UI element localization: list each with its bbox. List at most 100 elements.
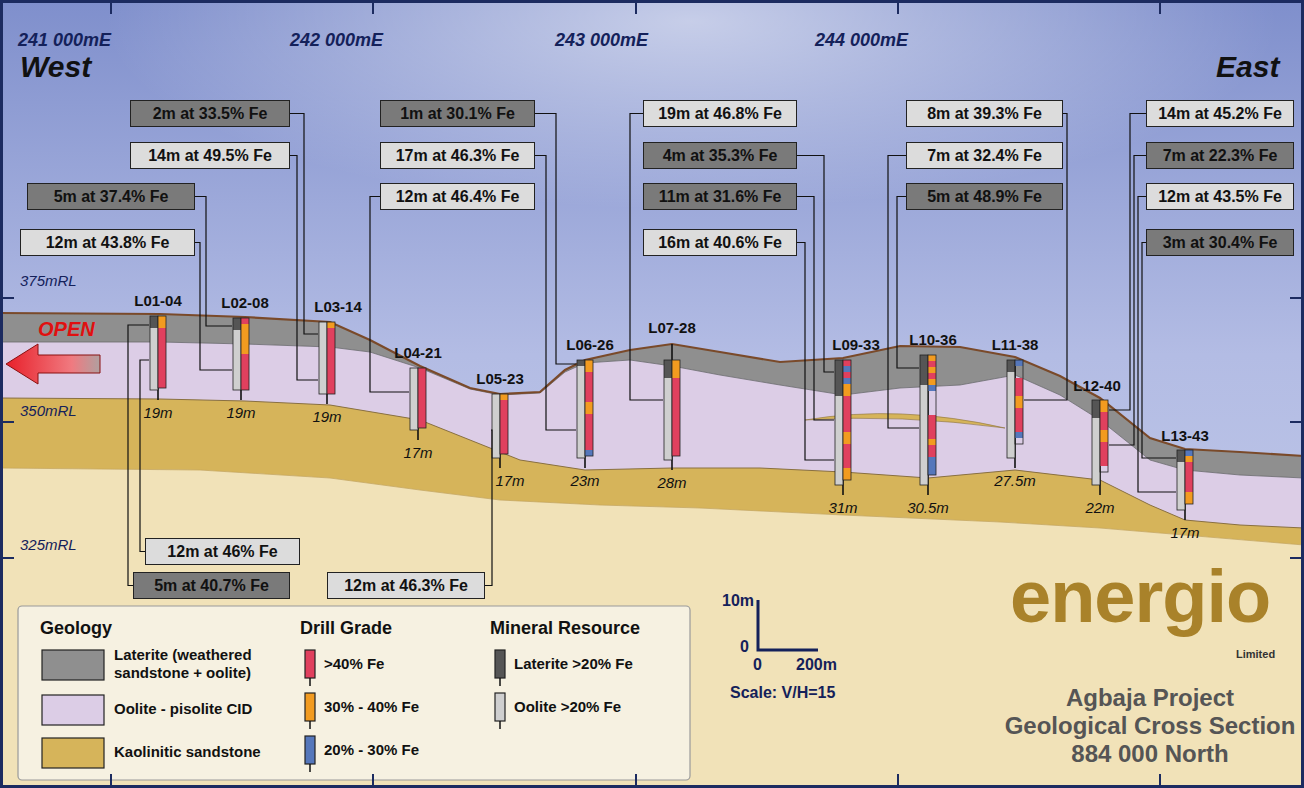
leader-line: [797, 243, 834, 461]
grade-segment: [158, 316, 166, 322]
intercept-text: 16m at 40.6% Fe: [658, 234, 782, 252]
grade-segment: [585, 450, 593, 456]
grade-segment: [843, 426, 851, 432]
oolite-intercept-box: 17m at 46.3% Fe: [380, 142, 535, 169]
grade-segment: [158, 322, 166, 328]
section-title: Geological Cross Section: [985, 712, 1304, 740]
laterite-intercept-box: 3m at 30.4% Fe: [1146, 229, 1294, 256]
grade-segment: [585, 366, 593, 372]
leader-line: [290, 114, 318, 335]
grade-segment: [585, 414, 593, 420]
grade-segment: [418, 398, 426, 404]
grade-segment: [672, 408, 680, 414]
scale-note: Scale: V/H=15: [730, 684, 835, 702]
oolite-intercept-box: 12m at 43.8% Fe: [20, 229, 195, 256]
grade-segment: [241, 366, 249, 372]
grade-segment: [1185, 456, 1193, 462]
oolite-resource-bar: [664, 378, 672, 460]
grade-segment: [585, 402, 593, 408]
grade-bar-outline: [500, 394, 508, 454]
grade-segment: [241, 360, 249, 366]
oolite-resource-bar: [1092, 418, 1100, 485]
intercept-text: 12m at 43.5% Fe: [1158, 188, 1282, 206]
grade-segment: [672, 366, 680, 372]
legend-heading: Drill Grade: [300, 618, 392, 639]
company-suffix: Limited: [1236, 648, 1275, 661]
grade-segment: [1015, 360, 1023, 366]
grade-segment: [327, 334, 335, 340]
grade-segment: [1015, 402, 1023, 408]
intercept-text: 12m at 46.4% Fe: [396, 188, 520, 206]
elevation-label: 325mRL: [20, 536, 77, 553]
intercept-text: 5m at 37.4% Fe: [54, 188, 169, 206]
grade-segment: [158, 334, 166, 340]
grade-segment: [672, 372, 680, 378]
grade-segment: [672, 384, 680, 390]
grade-segment: [843, 420, 851, 426]
layer-boundary: [0, 342, 1304, 478]
intercept-text: 7m at 32.4% Fe: [927, 147, 1042, 165]
legend-text: Oolite - pisolite CID: [114, 700, 304, 718]
oolite-intercept-box: 12m at 43.5% Fe: [1146, 183, 1294, 210]
grade-segment: [928, 385, 936, 391]
grade-segment: [241, 330, 249, 336]
leader-line: [797, 156, 834, 373]
laterite-resource-bar: [1092, 400, 1100, 418]
grade-segment: [672, 444, 680, 450]
laterite-resource-bar: [835, 360, 843, 396]
hole-depth: 17m: [1160, 524, 1210, 541]
grade-bar-outline: [327, 322, 335, 394]
hole-depth: 30.5m: [903, 499, 953, 516]
grade-segment: [158, 328, 166, 334]
hole-depth: 22m: [1075, 499, 1125, 516]
intercept-text: 14m at 49.5% Fe: [148, 147, 272, 165]
resource-bar-outline: [1177, 450, 1185, 510]
grade-segment: [672, 426, 680, 432]
grade-segment: [843, 444, 851, 450]
grade-segment: [418, 368, 426, 374]
scale-bar: [758, 600, 818, 650]
grade-segment: [241, 384, 249, 390]
grade-segment: [1100, 448, 1108, 454]
leader-line: [1142, 243, 1176, 459]
grade-segment: [1185, 468, 1193, 474]
intercept-text: 5m at 40.7% Fe: [154, 577, 269, 595]
laterite-resource-bar: [233, 318, 241, 330]
grade-segment: [843, 366, 851, 372]
oolite-intercept-box: 14m at 45.2% Fe: [1146, 100, 1294, 127]
grade-segment: [418, 374, 426, 380]
grade-segment: [327, 346, 335, 352]
grade-segment: [1100, 406, 1108, 412]
grade-segment: [500, 412, 508, 418]
grade-segment: [418, 392, 426, 398]
resource-bar-outline: [577, 360, 585, 458]
grade-segment: [928, 415, 936, 421]
laterite-intercept-box: 1m at 30.1% Fe: [380, 100, 535, 127]
grade-segment: [928, 355, 936, 361]
hole-depth: 27.5m: [990, 472, 1040, 489]
grade-segment: [327, 340, 335, 346]
grade-segment: [928, 367, 936, 373]
hole-name: L04-21: [383, 344, 453, 361]
elevation-label: 350mRL: [20, 402, 77, 419]
grade-segment: [500, 430, 508, 436]
oolite-resource-bar: [233, 330, 241, 390]
leader-line: [140, 360, 149, 552]
hole-name: L03-14: [303, 298, 373, 315]
oolite-resource-bar: [150, 328, 158, 390]
grade-bar-outline: [1015, 360, 1023, 444]
laterite-intercept-box: 5m at 37.4% Fe: [27, 183, 195, 210]
oolite-resource-bar: [410, 368, 418, 430]
grade-segment: [158, 358, 166, 364]
grade-segment: [1185, 474, 1193, 480]
grade-segment: [928, 373, 936, 379]
grade-segment: [1100, 412, 1108, 418]
laterite-intercept-box: 7m at 22.3% Fe: [1146, 142, 1294, 169]
scale-label: 0: [740, 638, 749, 656]
grade-segment: [1185, 486, 1193, 492]
grade-segment: [585, 426, 593, 432]
layer-boundary: [0, 398, 1304, 528]
hole-name: L11-38: [980, 336, 1050, 353]
intercept-text: 1m at 30.1% Fe: [400, 105, 515, 123]
